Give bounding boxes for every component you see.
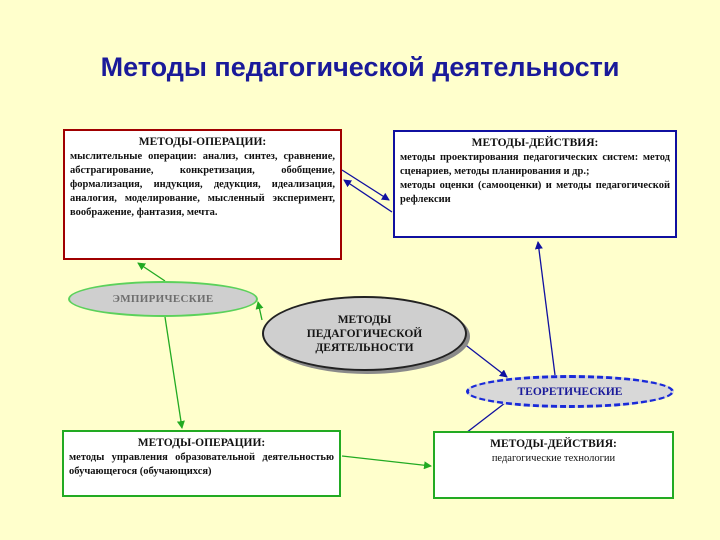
box-text: мыслительные операции: анализ, синтез, с…: [70, 151, 335, 218]
methods-operations-bottom-box: МЕТОДЫ-ОПЕРАЦИИ: методы управления образ…: [62, 430, 341, 497]
theoretical-methods-ellipse: ТЕОРЕТИЧЕСКИЕ: [466, 375, 674, 408]
methods-operations-top-box: МЕТОДЫ-ОПЕРАЦИИ: мыслительные операции: …: [63, 129, 342, 260]
slide-title: Методы педагогической деятельности: [100, 52, 620, 82]
box-text: методы управления образовательной деятел…: [69, 452, 334, 477]
arrow-actions-top-to-operations-top: [343, 179, 393, 213]
arrow-empirical-to-operations-bottom: [164, 316, 185, 429]
ellipse-label: ЭМПИРИЧЕСКИЕ: [112, 293, 214, 305]
central-methods-ellipse: МЕТОДЫ ПЕДАГОГИЧЕСКОЙ ДЕЯТЕЛЬНОСТИ: [262, 296, 467, 371]
arrow-center-to-theoretical: [462, 342, 508, 378]
ellipse-label: ТЕОРЕТИЧЕСКИЕ: [517, 385, 623, 398]
ellipse-label: МЕТОДЫ ПЕДАГОГИЧЕСКОЙ ДЕЯТЕЛЬНОСТИ: [306, 313, 423, 354]
box-text: методы проектирования педагогических сис…: [400, 152, 670, 205]
arrow-empirical-to-operations-top: [137, 262, 166, 282]
box-text: педагогические технологии: [491, 453, 616, 464]
box-header: МЕТОДЫ-ОПЕРАЦИИ:: [138, 136, 267, 148]
box-header: МЕТОДЫ-ДЕЙСТВИЯ:: [471, 137, 599, 149]
empirical-methods-ellipse: ЭМПИРИЧЕСКИЕ: [68, 281, 258, 317]
box-header: МЕТОДЫ-ДЕЙСТВИЯ:: [490, 438, 617, 450]
arrow-center-to-empirical: [255, 301, 264, 321]
arrow-operations-bottom-to-actions-bottom: [341, 455, 432, 470]
arrow-operations-top-to-actions-top: [341, 169, 390, 201]
methods-actions-bottom-box: МЕТОДЫ-ДЕЙСТВИЯ: педагогические технолог…: [433, 431, 674, 499]
arrow-theoretical-to-actions-top: [534, 241, 556, 376]
box-header: МЕТОДЫ-ОПЕРАЦИИ:: [137, 437, 266, 449]
methods-actions-top-box: МЕТОДЫ-ДЕЙСТВИЯ: методы проектирования п…: [393, 130, 677, 238]
